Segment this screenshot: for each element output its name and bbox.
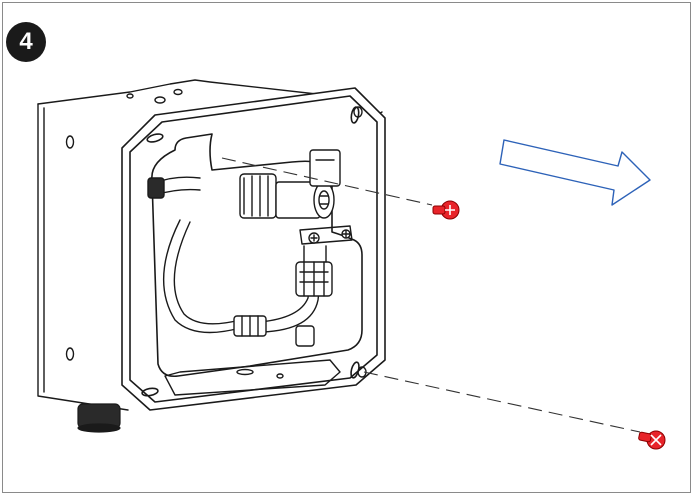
panel-border [2, 2, 691, 493]
step-number-badge: 4 [6, 22, 46, 62]
arrow-right-icon [499, 139, 651, 206]
bottom-tray [164, 359, 341, 396]
hose-upper [147, 176, 201, 199]
upper-alignment-line [221, 157, 433, 206]
hose-lower [162, 219, 321, 347]
mounting-frame [121, 87, 386, 411]
valve-assembly [239, 149, 353, 297]
bottom-connector [77, 403, 121, 433]
lower-alignment-line [363, 371, 641, 433]
alignment-lines [221, 157, 641, 433]
screw-upper [432, 200, 460, 220]
screw-lower [638, 430, 666, 450]
